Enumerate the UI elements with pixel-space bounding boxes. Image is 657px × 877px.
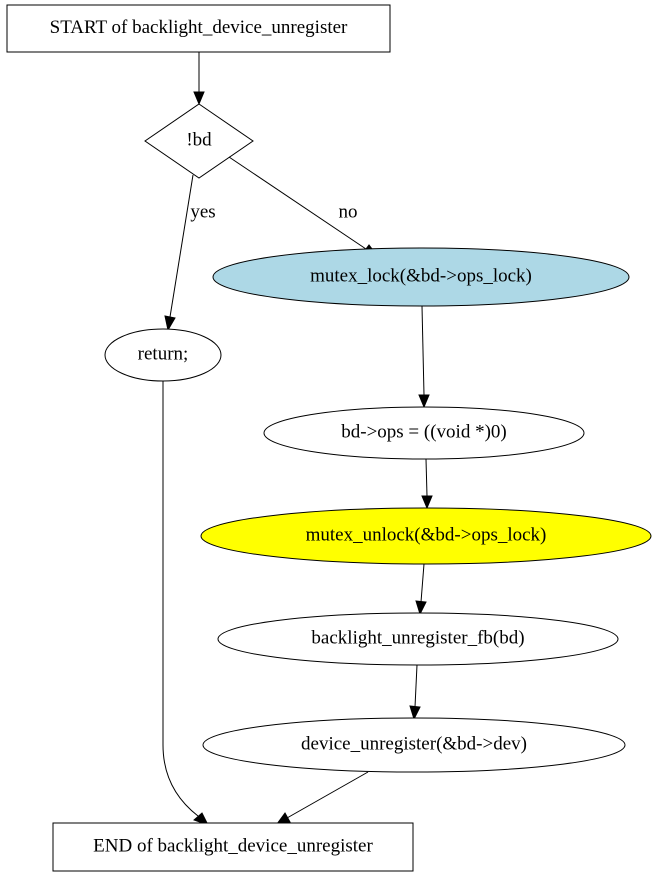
mutex-lock-node: mutex_lock(&bd->ops_lock) — [212, 247, 630, 307]
end-node: END of backlight_device_unregister — [52, 822, 414, 872]
unregister-fb-node: backlight_unregister_fb(bd) — [217, 612, 619, 666]
edge-condition-yes: yes — [164, 174, 216, 332]
mutex-lock-node-label: mutex_lock(&bd->ops_lock) — [310, 265, 532, 286]
edge-unlock-to-fb — [415, 563, 427, 616]
edge-yes-label: yes — [190, 201, 215, 222]
unregister-fb-node-label: backlight_unregister_fb(bd) — [311, 627, 524, 648]
device-unregister-node-label: device_unregister(&bd->dev) — [301, 733, 527, 754]
edge-no-label: no — [339, 201, 358, 222]
edge-assign-to-unlock — [421, 458, 433, 510]
edge-start-to-condition — [193, 52, 205, 106]
edge-condition-no: no — [228, 156, 380, 258]
end-node-label: END of backlight_device_unregister — [93, 835, 373, 856]
mutex-unlock-node: mutex_unlock(&bd->ops_lock) — [200, 507, 652, 565]
ops-assign-node: bd->ops = ((void *)0) — [263, 406, 585, 460]
edge-return-to-end — [162, 381, 210, 826]
edge-lock-to-assign — [418, 305, 430, 409]
device-unregister-node: device_unregister(&bd->dev) — [202, 717, 626, 773]
mutex-unlock-node-label: mutex_unlock(&bd->ops_lock) — [306, 524, 547, 545]
edge-fb-to-device — [409, 664, 421, 721]
return-node: return; — [104, 328, 222, 382]
condition-node: !bd — [144, 103, 254, 179]
edge-device-to-end — [275, 771, 369, 825]
start-node: START of backlight_device_unregister — [6, 4, 391, 53]
ops-assign-node-label: bd->ops = ((void *)0) — [341, 421, 507, 442]
return-node-label: return; — [138, 343, 189, 364]
start-node-label: START of backlight_device_unregister — [50, 17, 348, 38]
condition-node-label: !bd — [186, 129, 212, 150]
